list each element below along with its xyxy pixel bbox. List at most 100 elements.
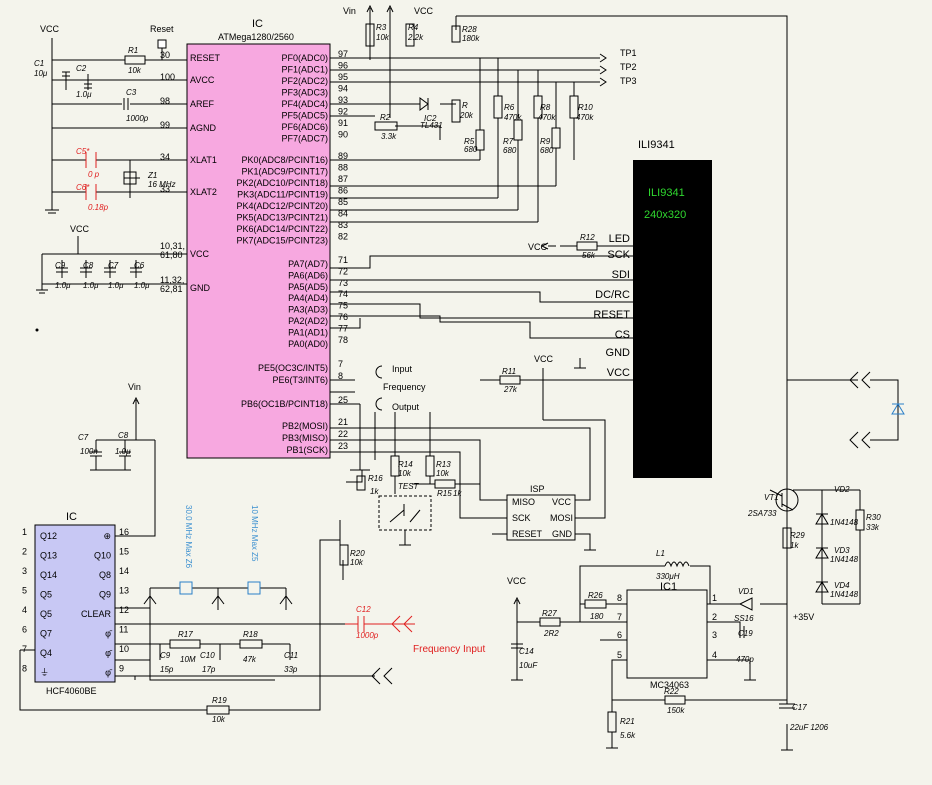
c14-val: 10uF <box>519 661 538 670</box>
resistor-r4 <box>405 23 415 47</box>
c6-val: 0.18p <box>88 203 109 212</box>
counter-left-pin-num: 3 <box>22 566 27 576</box>
reg-wires <box>511 565 793 751</box>
mcu-left-pin-name: AREF <box>190 99 215 109</box>
mcu-right-pin-name: PF5(ADC5) <box>281 111 328 121</box>
c8-val: 1.0μ <box>83 281 99 290</box>
c7b-val: 100n <box>80 447 98 456</box>
r2-ref: R2 <box>380 113 391 122</box>
mcu-right-pin-name: PK1(ADC9/PCINT17) <box>241 167 328 177</box>
mcu-right-pin-name: PA6(AD6) <box>288 270 328 280</box>
r17-val: 10M <box>180 655 196 664</box>
display-pin-label: CS <box>615 329 630 341</box>
display-pin-label: LED <box>609 233 630 245</box>
r18-val: 47k <box>243 655 257 664</box>
counter-left-pin-num: 1 <box>22 527 27 537</box>
mcu-left-pin-num: 33 <box>160 184 170 194</box>
r26-val: 180 <box>590 612 604 621</box>
mcu-left-pin-name: VCC <box>190 249 210 259</box>
counter-left-pin-name: Q7 <box>40 629 52 639</box>
counter-right-pin-name: φ̄ <box>105 629 113 639</box>
top-arrows <box>366 4 394 13</box>
r26-ref: R26 <box>588 591 603 600</box>
vd2-ref: VD2 <box>834 485 850 494</box>
mcu-right-pin-name: PB6(OC1B/PCINT18) <box>241 399 328 409</box>
mcu-right-pin-num: 73 <box>338 278 348 288</box>
vcc-label-left: VCC <box>40 24 60 34</box>
counter-supply <box>90 396 156 537</box>
display-pin-label: RESET <box>593 309 630 321</box>
regulator-pin-num: 5 <box>617 650 622 660</box>
c5-val: 0 p <box>88 170 100 179</box>
mcu-right-pin-name: PB2(MOSI) <box>282 421 328 431</box>
r7-ref: R7 <box>503 137 514 146</box>
plus35-label: +35V <box>793 612 814 622</box>
c9b-val: 15p <box>160 665 174 674</box>
crystal-z5 <box>247 581 261 595</box>
regulator-pin-num: 8 <box>617 593 622 603</box>
c6b-val: 1.0μ <box>134 281 150 290</box>
test-switch <box>378 495 432 531</box>
mcu-right-pin-name: PF3(ADC3) <box>281 88 328 98</box>
c17-val: 22uF 1206 <box>789 723 829 732</box>
c3-val: 1000p <box>126 114 149 123</box>
vcc-label-led: VCC <box>528 242 548 252</box>
trimmer-caps <box>143 595 293 605</box>
resistor-r11 <box>499 375 521 385</box>
c9-val: 1.0μ <box>55 281 71 290</box>
resistor-r15 <box>434 479 456 489</box>
c19-ref: C19 <box>738 629 753 638</box>
counter-left-pin-name: ⏚ <box>40 668 49 678</box>
mcu-left-pin-name: XLAT1 <box>190 155 217 165</box>
mcu-left-pin-name: GND <box>190 283 211 293</box>
counter-right-pin-name: Q8 <box>99 570 111 580</box>
mcu-right-pin-num: 21 <box>338 417 348 427</box>
mcu-right-pin-num: 74 <box>338 289 348 299</box>
isp-title: ISP <box>530 484 545 494</box>
tl431-wires <box>330 97 456 140</box>
c8-ref: C8 <box>83 261 94 270</box>
mcu-right-pin-num: 84 <box>338 209 348 219</box>
isp-miso: MISO <box>512 497 535 507</box>
counter-right-pin-name: φ̄ <box>105 668 113 678</box>
mcu-left-pin-num: 98 <box>160 96 170 106</box>
r29-ref: R29 <box>790 531 805 540</box>
counter-left-pin-name: Q12 <box>40 531 57 541</box>
c12-val: 1000p <box>356 631 379 640</box>
counter-part: HCF4060BE <box>46 686 97 696</box>
r3-val: 10k <box>376 33 390 42</box>
r19-val: 10k <box>212 715 226 724</box>
resistor-r5 <box>475 129 485 151</box>
c17-ref: C17 <box>792 703 807 712</box>
isp-header <box>506 494 576 541</box>
ic2-ref: IC2 <box>424 114 437 123</box>
resistor-r16 <box>356 475 366 491</box>
c7-val: 1.0μ <box>108 281 124 290</box>
mcu-right-pin-num: 23 <box>338 441 348 451</box>
cap-c19 <box>739 626 745 638</box>
counter-left-pin-name: Q5 <box>40 590 52 600</box>
mcu-left-pins: RESET30AVCC100AREF98AGND99XLAT134XLAT233… <box>160 50 221 294</box>
resistor-r19 <box>206 705 230 715</box>
display-panel-res: 240x320 <box>644 209 686 221</box>
z1-val: 16 MHz <box>148 180 176 189</box>
r22-ref: R22 <box>664 687 679 696</box>
counter-right-pin-num: 10 <box>119 644 129 654</box>
vcc-label-reg: VCC <box>507 576 527 586</box>
r18-ref: R18 <box>243 630 258 639</box>
r8-val: 470k <box>538 113 556 122</box>
isp-vcc: VCC <box>552 497 572 507</box>
counter-right-pin-name: ⊕ <box>103 531 111 541</box>
resistor-r29 <box>782 527 792 549</box>
mcu-part: ATMega1280/2560 <box>218 32 294 42</box>
r27-val: 2R2 <box>543 629 559 638</box>
vt1-wires <box>769 489 861 605</box>
mcu-right-pin-num: 97 <box>338 49 348 59</box>
c1-ref: C1 <box>34 59 44 68</box>
r7-val: 680 <box>503 146 517 155</box>
signal-jacks <box>375 365 383 411</box>
ic2-val: TL431 <box>420 121 443 130</box>
r4-ref: R4 <box>408 23 419 32</box>
mcu-right-pin-name: PK4(ADC12/PCINT20) <box>236 201 328 211</box>
